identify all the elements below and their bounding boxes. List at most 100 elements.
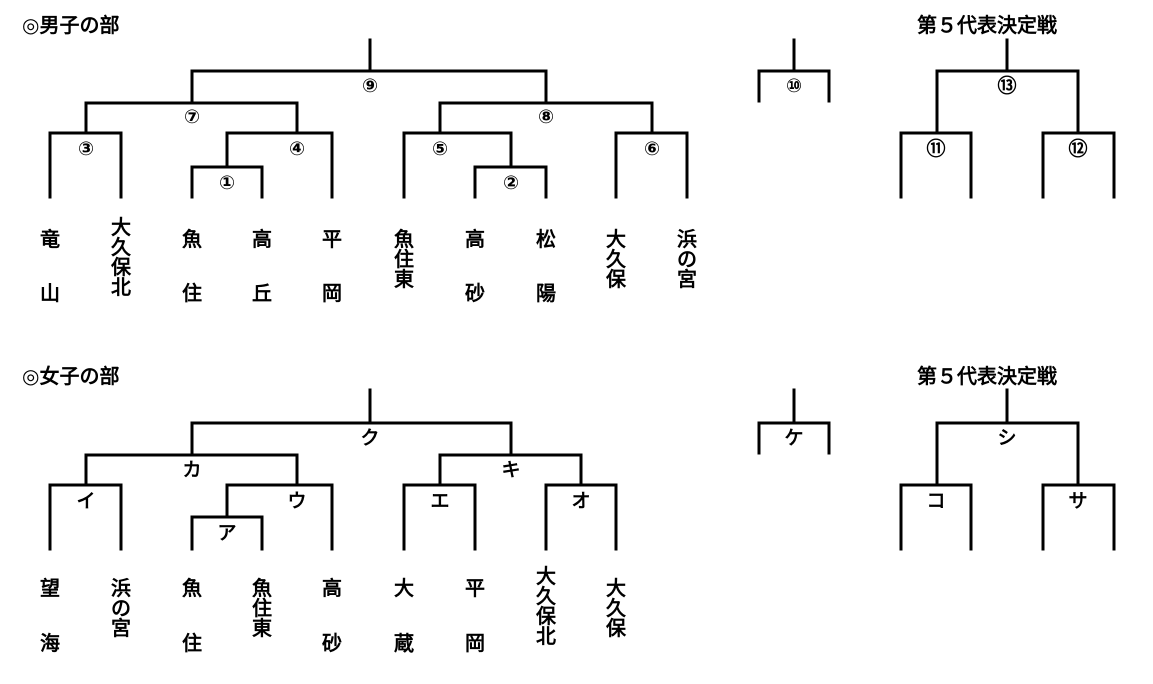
boys-match-11-label: ⑪ [926, 137, 945, 160]
girls-team-4-char-1: 魚 [252, 576, 272, 600]
boys-match-12-label: ⑫ [1068, 137, 1087, 160]
girls-match-o-label: オ [571, 490, 590, 512]
boys-team-8-char-1: 松 [536, 227, 556, 251]
boys-team-2-char-2: 久 [111, 235, 132, 259]
boys-team-5-bottom: 岡 [322, 281, 342, 305]
girls-team-8-char-3: 保 [535, 604, 557, 628]
girls-match-ke-label: ケ [784, 427, 803, 449]
boys-match-10-label: ⑩ [786, 75, 802, 97]
girls-team-4: 魚住東 [252, 576, 272, 640]
boys-final-title: 第５代表決定戦 [917, 13, 1057, 37]
girls-team-8-char-2: 久 [536, 584, 557, 608]
girls-team-9-char-2: 久 [606, 596, 627, 620]
boys-team-9: 大久保 [605, 227, 627, 291]
girls-match-ka-label: カ [182, 459, 201, 481]
girls-team-5: 高砂 [322, 576, 342, 655]
girls-team-6: 大蔵 [394, 576, 414, 655]
girls-bracket-lines [48, 388, 1116, 551]
boys-team-10-char-1: 浜 [677, 227, 697, 251]
girls-team-5-bottom: 砂 [322, 631, 342, 655]
boys-team-3: 魚住 [182, 227, 202, 305]
boys-team-4-bottom: 丘 [252, 281, 272, 305]
boys-match-1-label: ① [219, 172, 235, 194]
boys-team-1: 竜山 [40, 227, 60, 305]
girls-final-title: 第５代表決定戦 [917, 364, 1057, 388]
boys-match-labels: ⑨ ⑦ ⑧ ③ ④ ⑤ ⑥ ① ② ⑩ ⑬ ⑪ ⑫ [78, 74, 1088, 194]
girls-team-4-char-3: 東 [252, 616, 272, 640]
boys-team-3-bottom: 住 [182, 281, 202, 305]
girls-team-3-char-1: 魚 [182, 576, 202, 600]
girls-match-i-label: イ [76, 490, 95, 512]
boys-team-10-char-3: 宮 [677, 267, 697, 291]
girls-team-2-char-3: 宮 [111, 616, 131, 640]
girls-team-5-char-1: 高 [322, 576, 342, 600]
boys-match-7-label: ⑦ [184, 106, 200, 128]
boys-team-1-bottom: 山 [40, 281, 60, 305]
girls-team-2: 浜の宮 [111, 576, 131, 640]
girls-team-7: 平岡 [465, 576, 485, 655]
boys-team-7: 高砂 [465, 227, 485, 305]
girls-team-9-char-1: 大 [606, 576, 626, 600]
girls-match-labels: ク カ キ イ ウ エ オ ア ケ シ コ サ [76, 427, 1087, 544]
girls-title: ◎女子の部 [22, 364, 119, 388]
girls-match-e-label: エ [430, 490, 449, 512]
boys-team-8: 松陽 [536, 227, 556, 305]
boys-team-5: 平岡 [322, 227, 342, 305]
boys-team-7-bottom: 砂 [465, 281, 485, 305]
boys-match-9-label: ⑨ [362, 75, 378, 97]
boys-team-6-char-3: 東 [394, 267, 414, 291]
boys-team-9-char-1: 大 [606, 227, 626, 251]
boys-match-3-label: ③ [78, 138, 94, 160]
boys-bracket-lines [48, 38, 1116, 199]
girls-match-a-label: ア [217, 522, 236, 544]
boys-match-8-label: ⑧ [538, 106, 554, 128]
boys-team-8-bottom: 陽 [536, 281, 556, 305]
boys-team-2-char-4: 北 [111, 275, 131, 299]
girls-team-4-char-2: 住 [252, 596, 272, 620]
girls-team-3-bottom: 住 [182, 631, 202, 655]
girls-section: ◎女子の部 第５代表決定戦 [22, 364, 1116, 655]
boys-match-13-label: ⑬ [997, 74, 1016, 97]
girls-team-1-bottom: 海 [40, 631, 60, 655]
girls-team-8-char-4: 北 [536, 624, 556, 648]
girls-team-6-char-1: 大 [394, 576, 414, 600]
girls-team-3: 魚住 [182, 576, 202, 655]
girls-team-9-char-3: 保 [605, 616, 627, 640]
boys-team-6: 魚住東 [394, 227, 414, 291]
boys-team-6-char-2: 住 [394, 247, 414, 271]
girls-team-7-char-1: 平 [465, 576, 485, 600]
girls-team-6-bottom: 蔵 [394, 631, 414, 655]
girls-match-ki-label: キ [501, 459, 520, 481]
boys-team-10: 浜の宮 [677, 227, 697, 291]
boys-team-3-char-1: 魚 [182, 227, 202, 251]
boys-match-4-label: ④ [289, 138, 305, 160]
boys-team-1-char-1: 竜 [40, 227, 60, 251]
girls-team-2-char-1: 浜 [111, 576, 131, 600]
boys-team-9-char-3: 保 [605, 267, 627, 291]
boys-team-4-char-1: 高 [252, 227, 272, 251]
boys-team-4: 高丘 [252, 227, 272, 305]
girls-team-1-char-1: 望 [40, 576, 60, 600]
boys-team-2-char-3: 保 [110, 255, 132, 279]
boys-team-5-char-1: 平 [322, 227, 342, 251]
girls-match-u-label: ウ [287, 490, 306, 512]
boys-match-2-label: ② [503, 172, 519, 194]
boys-team-2-char-1: 大 [111, 215, 131, 239]
boys-match-5-label: ⑤ [432, 138, 448, 160]
boys-team-10-char-2: の [677, 247, 697, 271]
boys-section: ◎男子の部 第５代表決定戦 [22, 13, 1116, 305]
girls-match-ku-label: ク [360, 427, 379, 449]
girls-team-2-char-2: の [111, 596, 131, 620]
girls-team-8-char-1: 大 [536, 564, 556, 588]
boys-match-6-label: ⑥ [644, 138, 660, 160]
girls-match-sa-label: サ [1068, 490, 1087, 512]
girls-match-ko-label: コ [926, 490, 945, 512]
boys-team-6-char-1: 魚 [394, 227, 414, 251]
boys-team-7-char-1: 高 [465, 227, 485, 251]
boys-title: ◎男子の部 [22, 13, 119, 37]
